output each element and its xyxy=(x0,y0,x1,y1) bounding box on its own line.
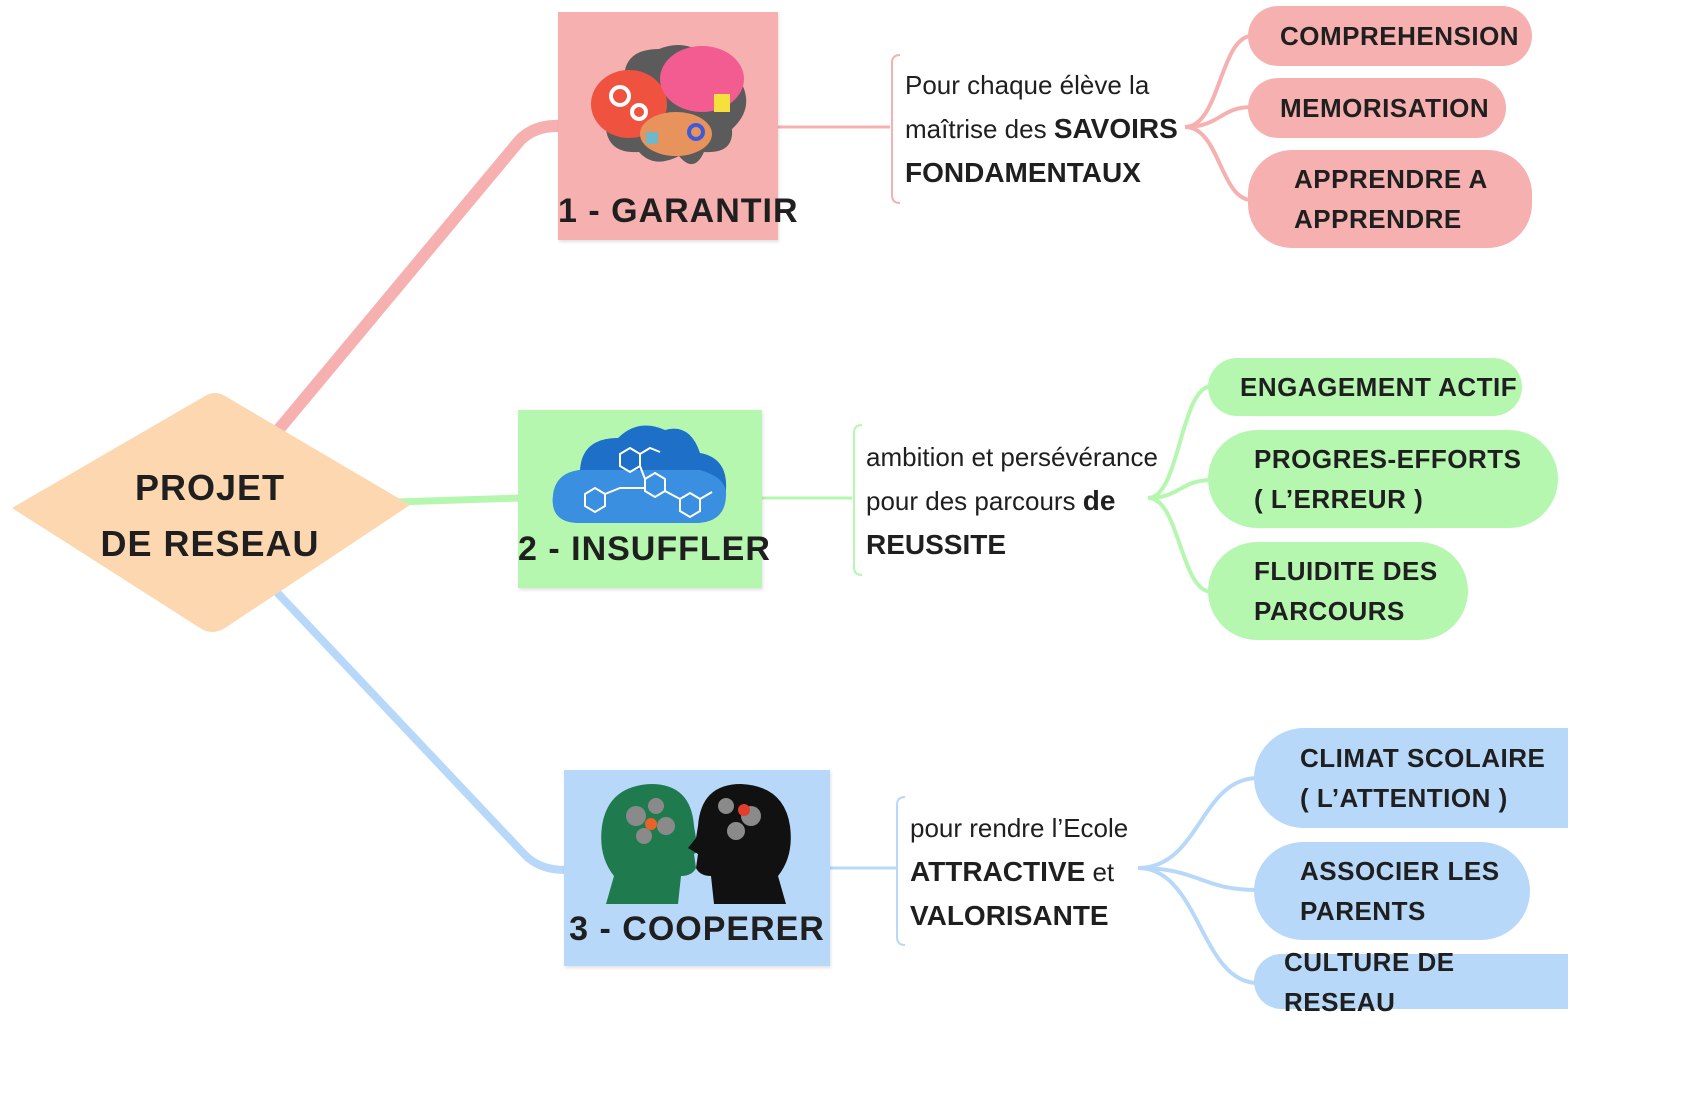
leaf-memorisation[interactable]: MEMORISATION xyxy=(1248,78,1506,138)
center-title-line2: DE RESEAU xyxy=(100,523,320,564)
desc-garantir: Pour chaque élève la maîtrise des SAVOIR… xyxy=(905,63,1178,195)
desc-insuffler-line2b: de xyxy=(1082,485,1116,516)
desc-insuffler-line2a: pour des parcours xyxy=(866,486,1083,516)
leaf-engagement-actif[interactable]: ENGAGEMENT ACTIF xyxy=(1208,358,1522,416)
branch-node-garantir[interactable]: 1 - GARANTIR xyxy=(558,12,799,240)
branch-node-insuffler[interactable]: 2 - INSUFFLER xyxy=(518,410,771,588)
leaf-associer-parents-l2: PARENTS xyxy=(1300,896,1426,926)
center-diamond xyxy=(12,393,410,632)
desc-insuffler-line1: ambition et persévérance xyxy=(866,442,1158,472)
leaf-culture-reseau-l1: CULTURE DE RESEAU xyxy=(1284,946,1455,1017)
leaf-fluidite-parcours[interactable]: FLUIDITE DES PARCOURS xyxy=(1208,542,1468,640)
leaf-fluidite-parcours-l2: PARCOURS xyxy=(1254,596,1405,626)
branch-node-cooperer[interactable]: 3 - COOPERER xyxy=(564,770,830,966)
desc-garantir-line2a: maîtrise des xyxy=(905,114,1054,144)
desc-garantir-line2b: SAVOIRS xyxy=(1053,113,1178,144)
leaf-progres-efforts-l2: ( L’ERREUR ) xyxy=(1254,484,1424,514)
leaf-apprendre-l1: APPRENDRE A xyxy=(1294,164,1488,194)
center-title-line1: PROJET xyxy=(134,467,286,508)
leaf-culture-reseau[interactable]: CULTURE DE RESEAU xyxy=(1254,947,1568,1017)
leaf-apprendre[interactable]: APPRENDRE A APPRENDRE xyxy=(1248,150,1532,248)
leaf-progres-efforts-l1: PROGRES-EFFORTS xyxy=(1254,444,1522,474)
leaf-memorisation-l1: MEMORISATION xyxy=(1280,93,1490,123)
branch-label-garantir: 1 - GARANTIR xyxy=(558,192,799,230)
desc-cooperer-line2a: ATTRACTIVE xyxy=(910,856,1086,887)
leaf-apprendre-l2: APPRENDRE xyxy=(1294,204,1462,234)
desc-garantir-line1: Pour chaque élève la xyxy=(905,70,1150,100)
desc-cooperer-line2b: et xyxy=(1085,857,1115,887)
leaf-progres-efforts[interactable]: PROGRES-EFFORTS ( L’ERREUR ) xyxy=(1208,430,1558,528)
leaf-engagement-actif-l1: ENGAGEMENT ACTIF xyxy=(1240,372,1518,402)
desc-cooperer: pour rendre l’Ecole ATTRACTIVE et VALORI… xyxy=(910,806,1128,938)
desc-cooperer-line1: pour rendre l’Ecole xyxy=(910,813,1129,843)
desc-insuffler-line3: REUSSITE xyxy=(866,529,1007,560)
desc-cooperer-line3: VALORISANTE xyxy=(910,900,1109,931)
leaf-climat-scolaire-l1: CLIMAT SCOLAIRE xyxy=(1300,743,1546,773)
connector-lines xyxy=(12,34,1259,985)
leaf-climat-scolaire-l2: ( L’ATTENTION ) xyxy=(1300,783,1508,813)
leaf-fluidite-parcours-l1: FLUIDITE DES xyxy=(1254,556,1438,586)
branch-label-insuffler: 2 - INSUFFLER xyxy=(518,530,771,568)
leaf-climat-scolaire[interactable]: CLIMAT SCOLAIRE ( L’ATTENTION ) xyxy=(1254,728,1568,828)
branch-label-cooperer: 3 - COOPERER xyxy=(569,910,825,948)
molecule-cloud-icon xyxy=(552,425,727,523)
desc-garantir-line3: FONDAMENTAUX xyxy=(905,157,1141,188)
leaf-associer-parents[interactable]: ASSOCIER LES PARENTS xyxy=(1254,842,1530,940)
desc-insuffler: ambition et persévérance pour des parcou… xyxy=(866,435,1158,567)
leaf-comprehension[interactable]: COMPREHENSION xyxy=(1248,6,1532,66)
brain-tools-icon xyxy=(591,45,747,165)
leaf-comprehension-l1: COMPREHENSION xyxy=(1280,21,1520,51)
two-heads-gears-icon xyxy=(601,784,791,904)
leaf-associer-parents-l1: ASSOCIER LES xyxy=(1300,856,1500,886)
center-node-label[interactable]: PROJET DE RESEAU xyxy=(60,460,360,572)
